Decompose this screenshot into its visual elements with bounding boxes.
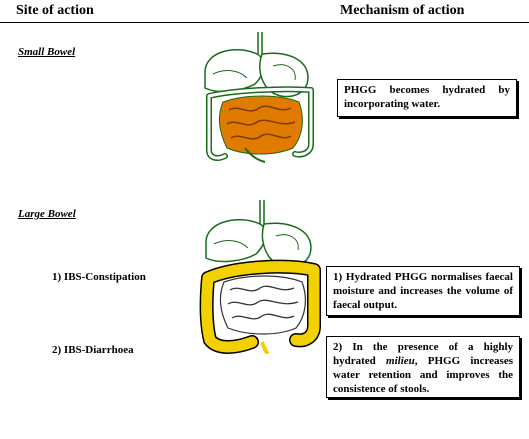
site-of-action-header: Site of action xyxy=(16,3,94,18)
ibs-diarrhoea-mechanism-box: 2) In the presence of a highly hydrated … xyxy=(326,336,520,398)
digestive-tract-large-bowel-icon xyxy=(196,200,328,354)
small-bowel-label: Small Bowel xyxy=(18,46,76,58)
ibs-constipation-label: 1) IBS-Constipation xyxy=(52,271,146,283)
large-bowel-label: Large Bowel xyxy=(18,208,76,220)
ibs-constipation-mechanism-box: 1) Hydrated PHGG normalises faecal moist… xyxy=(326,266,520,316)
mechanism-of-action-header: Mechanism of action xyxy=(340,3,465,18)
small-bowel-mechanism-text: PHGG becomes hydrated by incorporating w… xyxy=(344,84,510,110)
ibs-diarrhoea-label: 2) IBS-Diarrhoea xyxy=(52,344,134,356)
small-bowel-mechanism-box: PHGG becomes hydrated by incorporating w… xyxy=(337,79,517,117)
ibs-diarrhoea-mechanism-prefix: 2) In the presence of a highly hydrated xyxy=(333,341,513,367)
ibs-constipation-mechanism-text: 1) Hydrated PHGG normalises faecal moist… xyxy=(333,271,513,311)
header-divider xyxy=(0,22,529,23)
digestive-tract-small-bowel-icon xyxy=(195,32,325,167)
ibs-diarrhoea-mechanism-italic: milieu xyxy=(386,355,415,367)
ibs-diarrhoea-mechanism-suffix: , PHGG increases water retention and imp… xyxy=(333,355,513,395)
